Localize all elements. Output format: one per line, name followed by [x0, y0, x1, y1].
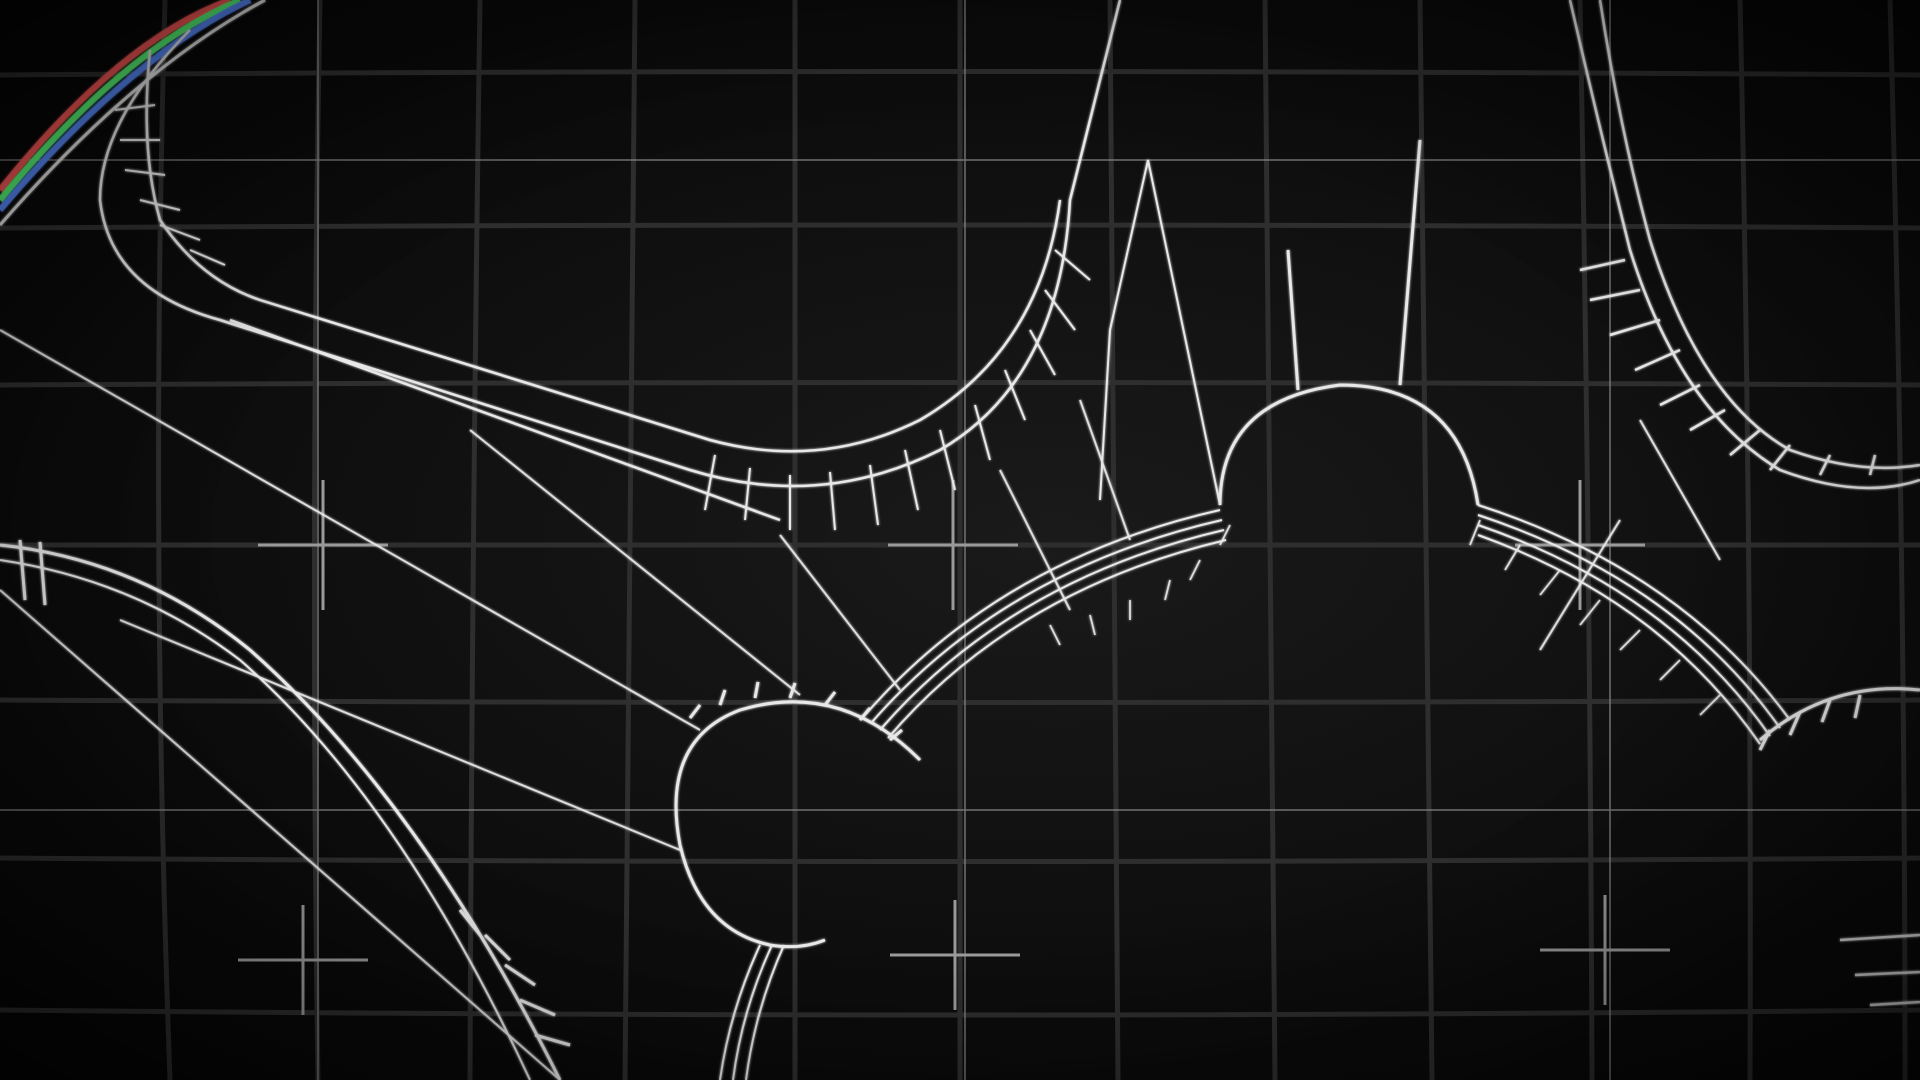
spoke-band: [719, 504, 1791, 1080]
gear-hub: [674, 681, 922, 949]
crosshair-markers: [238, 480, 1670, 1015]
corner-ticks: [1839, 933, 1920, 1007]
u-slot-ticks: [114, 104, 1091, 531]
crosshair-icon: [890, 900, 1020, 1010]
hub-ticks: [1049, 519, 1721, 716]
u-slot-left: [98, 0, 1122, 522]
crosshair-icon: [258, 480, 388, 610]
crosshair-icon: [238, 905, 368, 1015]
crosshair-icon: [888, 480, 1018, 610]
crosshair-icon: [1540, 895, 1670, 1005]
chromatic-arc: [0, 0, 266, 226]
